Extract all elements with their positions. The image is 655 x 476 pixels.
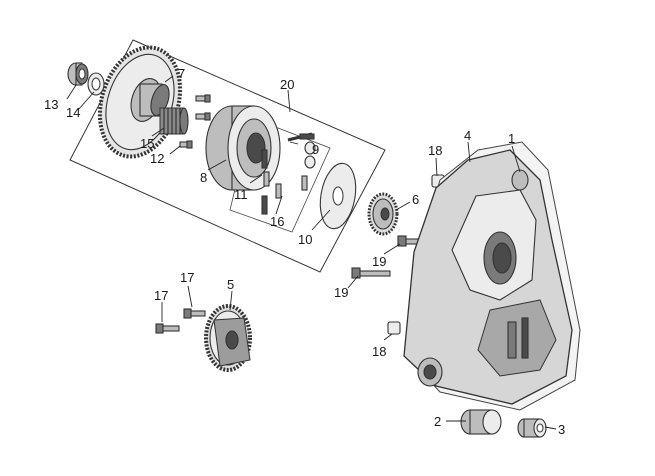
callout-17b: 17	[154, 288, 168, 303]
callout-7: 7	[178, 66, 185, 81]
screw-upper	[183, 308, 206, 319]
callout-14: 14	[66, 105, 80, 120]
callout-16: 16	[270, 214, 284, 229]
callout-19a: 19	[372, 254, 386, 269]
thrust-plate	[319, 162, 357, 230]
callout-10: 10	[298, 232, 312, 247]
idle-gear	[367, 192, 399, 236]
oil-pump	[204, 304, 252, 372]
callout-9: 9	[312, 142, 319, 157]
callout-13: 13	[44, 97, 58, 112]
callout-labels: 1 2 3 4 5 6 7 8 9 10 11 12 13 14 15 16 1…	[44, 66, 565, 437]
dowel-lower	[387, 321, 401, 335]
callout-6: 6	[412, 192, 419, 207]
callout-8: 8	[200, 170, 207, 185]
callout-2: 2	[434, 414, 441, 429]
assembly-group-frame	[69, 39, 386, 273]
needle-bearing	[159, 107, 189, 135]
nut	[67, 62, 89, 86]
callout-4: 4	[464, 128, 471, 143]
crankcase	[403, 141, 581, 411]
bushing-large	[460, 409, 502, 435]
leader-lines	[66, 75, 557, 430]
springs-and-pins	[261, 132, 316, 215]
callout-5: 5	[227, 277, 234, 292]
washer	[87, 72, 105, 96]
callout-20: 20	[280, 77, 294, 92]
screw-lower	[155, 323, 180, 334]
callout-3: 3	[558, 422, 565, 437]
callout-19b: 19	[334, 285, 348, 300]
callout-18a: 18	[428, 143, 442, 158]
callout-18b: 18	[372, 344, 386, 359]
callout-15: 15	[140, 136, 154, 151]
one-way-clutch	[205, 105, 281, 191]
callout-1: 1	[508, 131, 515, 146]
callout-11: 11	[234, 187, 248, 202]
callout-17a: 17	[180, 270, 194, 285]
starter-driven-gear	[97, 45, 183, 159]
bolts-upper	[179, 94, 211, 149]
bushing-small	[517, 418, 547, 438]
callout-12: 12	[150, 151, 164, 166]
